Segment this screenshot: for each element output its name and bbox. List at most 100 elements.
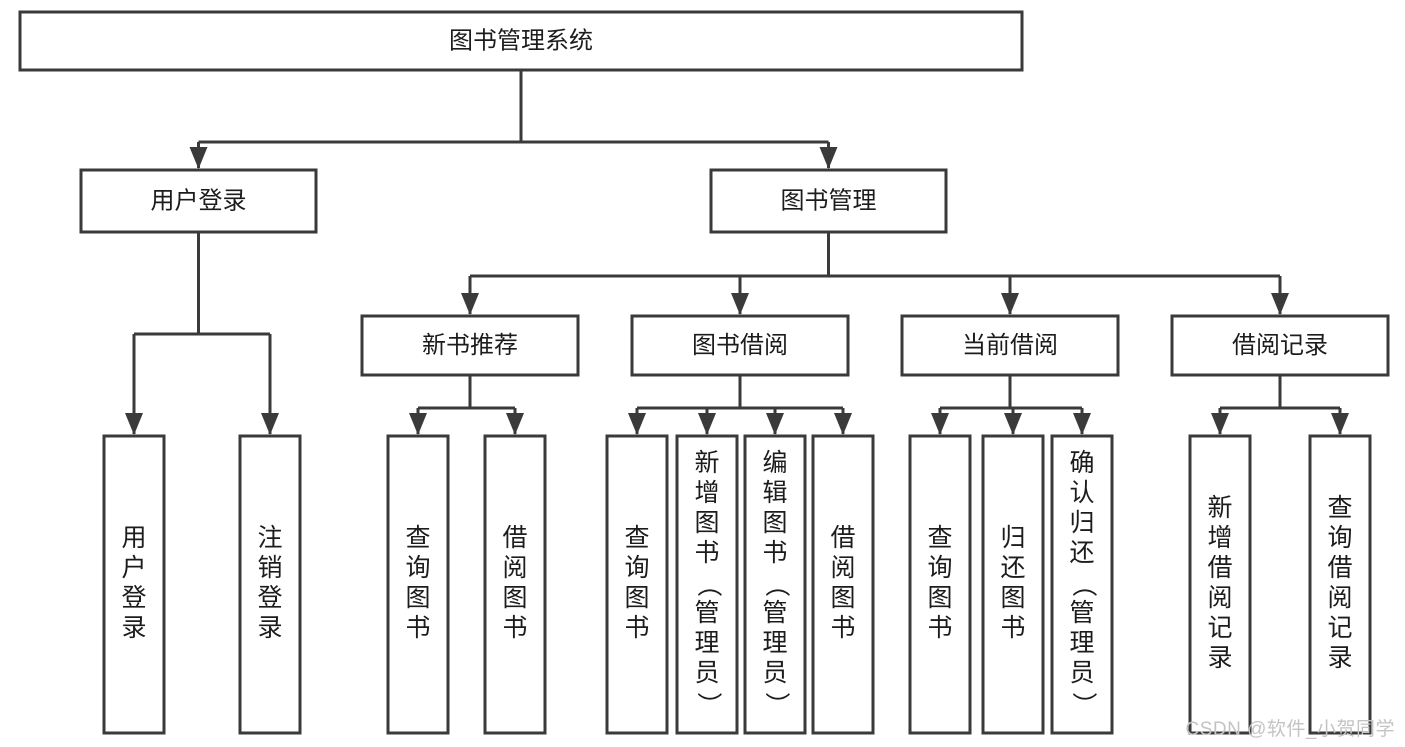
leaf-char: 员 [762, 659, 787, 687]
leaf-char: 记 [1327, 614, 1352, 642]
leaf-char: 管 [762, 599, 787, 627]
leaf-char: 询 [624, 554, 649, 582]
arrow-head-icon [698, 413, 716, 435]
arrow-head-icon [1073, 413, 1091, 435]
node-borrow-record-rect [1170, 314, 1390, 377]
leaf-leaf-user-login[interactable]: 用户登录 [102, 434, 166, 735]
leaf-char: 编 [762, 449, 787, 477]
leaf-leaf-query-record-rect [1308, 434, 1372, 735]
leaf-char: 录 [257, 614, 282, 642]
leaf-char: 还 [1000, 554, 1025, 582]
leaf-char: 询 [405, 554, 430, 582]
leaf-char: 销 [257, 554, 282, 582]
node-current-borrow-rect [900, 314, 1120, 377]
leaf-char: 新 [1207, 494, 1232, 522]
node-borrow-record[interactable]: 借阅记录 [1170, 314, 1390, 377]
leaf-leaf-user-logout-rect [238, 434, 302, 735]
node-book-borrow-rect [630, 314, 850, 377]
leaf-char: 图 [830, 584, 855, 612]
leaf-char: 理 [1069, 629, 1094, 657]
leaf-leaf-confirm-return-rect [1050, 434, 1114, 735]
node-root-label: 图书管理系统 [449, 27, 593, 54]
leaf-leaf-edit-book-rect [743, 434, 807, 735]
node-book-borrow[interactable]: 图书借阅 [630, 314, 850, 377]
leaf-char: 认 [1069, 479, 1094, 507]
leaf-char: 归 [1069, 509, 1094, 537]
arrow-head-icon [461, 293, 479, 315]
leaf-char: （ [694, 572, 722, 597]
leaf-leaf-query-book-1-rect [386, 434, 450, 735]
leaf-char: 图 [624, 584, 649, 612]
leaf-char: 书 [624, 614, 649, 642]
leaf-char: 图 [405, 584, 430, 612]
watermark-label: CSDN @软件_小贺同学 [1185, 719, 1395, 740]
leaf-leaf-add-record-rect [1188, 434, 1252, 735]
leaf-leaf-return-book-rect [981, 434, 1045, 735]
arrow-head-icon [1004, 413, 1022, 435]
leaf-char: 录 [1327, 644, 1352, 672]
leaf-char: 员 [1069, 659, 1094, 687]
node-new-book-rec[interactable]: 新书推荐 [360, 314, 580, 377]
node-root[interactable]: 图书管理系统 [18, 10, 1024, 72]
arrow-head-icon [766, 413, 784, 435]
leaf-char: 图 [694, 509, 719, 537]
leaf-char: 归 [1000, 524, 1025, 552]
node-new-book-rec-label: 新书推荐 [422, 332, 518, 359]
leaf-char: 理 [762, 629, 787, 657]
arrow-head-icon [1211, 413, 1229, 435]
leaf-leaf-add-book-rect [675, 434, 739, 735]
node-user-login[interactable]: 用户登录 [79, 168, 318, 234]
leaf-char: 增 [694, 479, 719, 507]
leaf-char: 图 [762, 509, 787, 537]
node-current-borrow[interactable]: 当前借阅 [900, 314, 1120, 377]
leaf-char: 还 [1069, 539, 1094, 567]
leaf-char: 员 [694, 659, 719, 687]
leaf-char: 阅 [502, 554, 527, 582]
leaf-char: 借 [830, 524, 855, 552]
node-root-rect [18, 10, 1024, 72]
leaf-char: 查 [405, 524, 430, 552]
node-borrow-record-label: 借阅记录 [1232, 332, 1328, 359]
arrow-head-icon [819, 147, 838, 169]
leaf-char: 确 [1069, 449, 1094, 477]
connector-layer [125, 70, 1349, 435]
leaf-char: 询 [1327, 524, 1352, 552]
leaf-char: 借 [502, 524, 527, 552]
leaf-leaf-query-book-3-rect [908, 434, 972, 735]
node-user-login-rect [79, 168, 318, 234]
arrow-head-icon [125, 413, 143, 435]
leaf-char: （ [1069, 572, 1097, 597]
arrow-head-icon [628, 413, 646, 435]
leaf-char: 书 [502, 614, 527, 642]
arrow-head-icon [261, 413, 279, 435]
arrow-head-icon [931, 413, 949, 435]
leaf-char: ） [1069, 692, 1097, 717]
leaf-char: 查 [624, 524, 649, 552]
node-book-borrow-label: 图书借阅 [692, 332, 788, 359]
node-layer: 图书管理系统用户登录图书管理新书推荐图书借阅当前借阅借阅记录用户登录注销登录查询… [18, 10, 1390, 735]
node-book-manage[interactable]: 图书管理 [709, 168, 948, 234]
leaf-char: 增 [1207, 524, 1232, 552]
